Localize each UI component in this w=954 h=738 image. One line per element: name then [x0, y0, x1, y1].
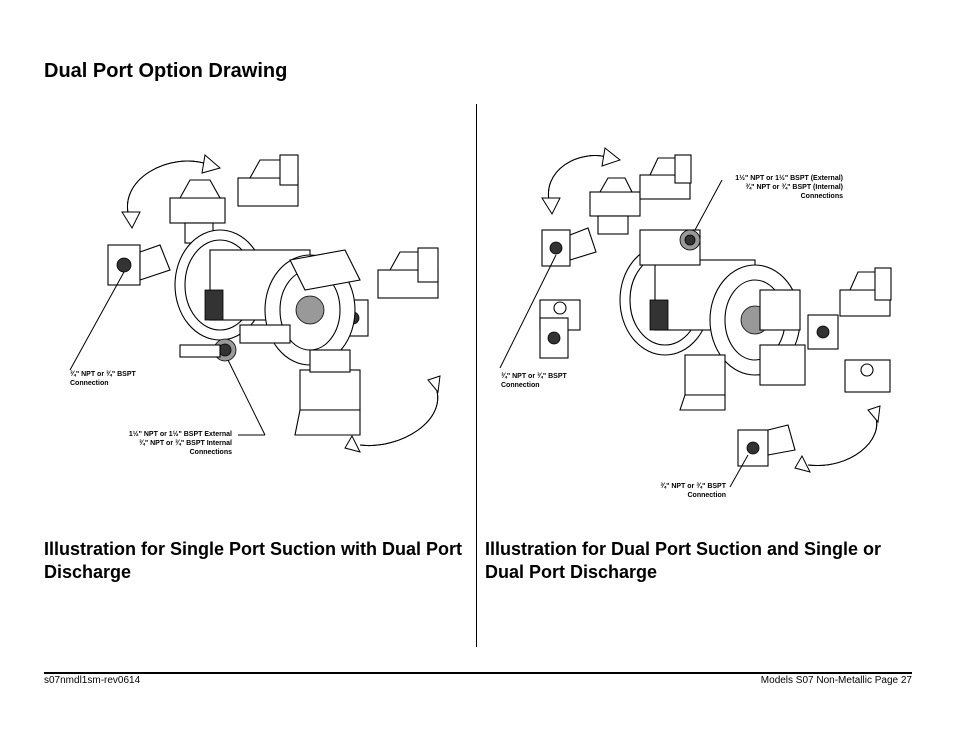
right-mid-label-line2: Connection	[501, 382, 540, 389]
footer-doc-id: s07nmdl1sm-rev0614	[44, 675, 141, 686]
discharge-elbow-right-a	[839, 267, 892, 317]
pump-body-right	[619, 229, 806, 411]
right-top-label: 1½" NPT or 1½" BSPT (External) ¾" NPT or…	[683, 174, 843, 201]
page-title: Dual Port Option Drawing	[44, 60, 288, 82]
discharge-elbow-top-a	[589, 177, 641, 235]
footer-rule	[44, 672, 912, 674]
left-suction-label-line2: Connection	[70, 380, 109, 387]
right-caption: Illustration for Dual Port Suction and S…	[485, 539, 882, 582]
right-bottom-label: ¾" NPT or ¾" BSPT Connection	[626, 482, 726, 500]
left-discharge-label-line3: Connections	[189, 449, 232, 456]
discharge-elbow-topright	[237, 154, 299, 207]
right-bottom-label-line2: Connection	[687, 492, 727, 499]
right-top-label-line3: Connections	[800, 193, 843, 200]
suction-flange-blind-left	[539, 299, 581, 359]
blind-flange-right	[844, 359, 891, 393]
left-discharge-label-line1: 1½" NPT or 1½" BSPT External	[128, 431, 232, 438]
rotation-arrow-bottom-right	[807, 414, 878, 467]
leader-top-right	[694, 179, 723, 231]
right-bottom-label-line1: ¾" NPT or ¾" BSPT	[660, 483, 726, 490]
rotation-arrow-bottom	[359, 384, 438, 447]
right-top-label-line2: ¾" NPT or ¾" BSPT (Internal)	[745, 184, 843, 191]
dual-port-suction-illustration	[499, 147, 892, 488]
left-discharge-label-line2: ¾" NPT or ¾" BSPT Internal	[139, 440, 232, 447]
suction-flange-bottom	[737, 424, 796, 467]
right-top-label-line1: 1½" NPT or 1½" BSPT (External)	[735, 175, 843, 182]
leader-mid-right	[499, 254, 557, 369]
panel-divider	[476, 104, 477, 647]
discharge-elbow-top-b	[639, 154, 692, 200]
leader-discharge	[227, 359, 266, 436]
single-port-suction-illustration	[69, 154, 441, 453]
suction-flange-top-left	[541, 227, 597, 267]
suction-flange-left	[107, 244, 171, 286]
left-discharge-label: 1½" NPT or 1½" BSPT External ¾" NPT or ¾…	[110, 430, 232, 457]
leader-bottom-right	[729, 454, 749, 488]
leader-suction	[69, 271, 125, 371]
left-caption: Illustration for Single Port Suction wit…	[44, 539, 463, 582]
right-mid-label-line1: ¾" NPT or ¾" BSPT	[501, 373, 567, 380]
right-mid-label: ¾" NPT or ¾" BSPT Connection	[501, 372, 567, 390]
discharge-elbow-right	[377, 247, 439, 299]
footer-page-ref: Models S07 Non-Metallic Page 27	[760, 675, 912, 686]
left-suction-label: ¾" NPT or ¾" BSPT Connection	[70, 370, 136, 388]
pump-body	[174, 229, 361, 436]
discharge-flange-right-a	[807, 314, 839, 350]
left-suction-label-line1: ¾" NPT or ¾" BSPT	[70, 371, 136, 378]
